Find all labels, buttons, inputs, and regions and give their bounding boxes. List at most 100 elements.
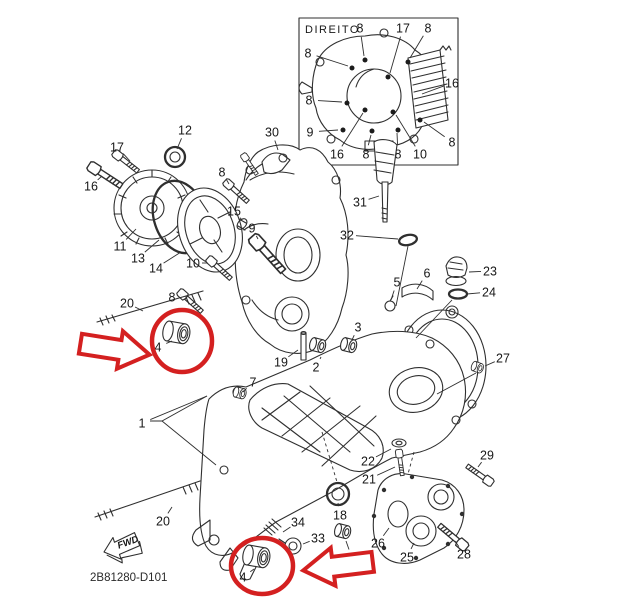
callout-label-19: 19 [274, 356, 288, 370]
crankcase-left-half-art [233, 144, 349, 354]
callout-label-8: 8 [363, 148, 370, 162]
callout-leader [454, 540, 460, 547]
inset-bolt-dots [340, 57, 423, 134]
callout-label-4: 4 [155, 341, 162, 355]
studs-art [94, 290, 204, 521]
fwd-arrow: FWD [103, 532, 143, 564]
callout-label-6: 6 [424, 267, 431, 281]
callout-leader [337, 502, 339, 507]
callout-leader [125, 228, 137, 240]
callout-label-20: 20 [120, 297, 134, 311]
callout-leader [318, 129, 339, 132]
highlight-arrow-right [76, 327, 154, 372]
callout-label-8: 8 [395, 148, 402, 162]
callout-label-32: 32 [340, 229, 354, 243]
callout-leader [421, 85, 444, 95]
callout-label-25: 25 [400, 551, 414, 565]
callout-leader [167, 506, 173, 514]
gear-cover-art [371, 473, 465, 564]
callout-label-8: 8 [169, 291, 176, 305]
callout-label-23: 23 [483, 265, 497, 279]
callout-label-9: 9 [307, 126, 314, 140]
callout-label-16: 16 [84, 180, 98, 194]
callout-label-15: 15 [227, 205, 241, 219]
callout-leader [122, 153, 131, 162]
callout-label-5: 5 [394, 276, 401, 290]
callout-leader [390, 290, 395, 301]
callout-label-10: 10 [186, 257, 200, 271]
callout-label-31: 31 [353, 196, 367, 210]
callout-leader [375, 448, 392, 458]
callout-label-22: 22 [361, 455, 375, 469]
callout-leader [242, 388, 247, 393]
dipstick-art [373, 139, 419, 247]
callout-leader [345, 540, 350, 550]
callout-leader [409, 35, 424, 59]
callout-leader [144, 239, 160, 253]
callout-leader [423, 121, 445, 138]
callout-leader [302, 540, 310, 545]
callout-leader [166, 340, 173, 344]
callout-leader [282, 526, 291, 533]
callout-label-10: 10 [413, 148, 427, 162]
highlight-circle [228, 535, 296, 597]
callout-label-20: 20 [156, 515, 170, 529]
callout-leader [274, 140, 279, 151]
washer-screw-art [391, 438, 407, 477]
callout-leader [351, 334, 355, 341]
callout-label-7: 7 [250, 376, 257, 390]
callout-leader [484, 361, 495, 367]
highlight-annotations [76, 307, 377, 597]
callout-label-4: 4 [240, 571, 247, 585]
callout-leader [316, 55, 349, 67]
callout-label-8: 8 [425, 22, 432, 36]
callout-leader [477, 461, 482, 468]
callout-leader [288, 349, 299, 358]
callout-leader [226, 179, 230, 185]
callout-leader [360, 36, 365, 57]
callout-leader [382, 527, 390, 537]
callout-leader [410, 542, 415, 550]
callout-leader [150, 395, 208, 420]
callout-leader [416, 280, 423, 290]
callout-leader [255, 235, 259, 240]
callout-label-14: 14 [149, 262, 163, 276]
callout-leader [163, 251, 182, 264]
callout-label-18: 18 [333, 509, 347, 523]
callout-leader [341, 112, 364, 147]
callout-label-24: 24 [482, 286, 496, 300]
callout-label-2: 2 [313, 361, 320, 375]
callout-label-17: 17 [110, 141, 124, 155]
callout-leader [396, 132, 399, 146]
highlight-arrow-left [299, 544, 377, 589]
callout-label-28: 28 [457, 548, 471, 562]
callout-leader [317, 100, 343, 103]
callout-leader [134, 306, 144, 312]
small-parts-art [231, 218, 486, 540]
rotor-cluster-art [113, 145, 243, 273]
callout-label-21: 21 [362, 473, 376, 487]
inset-crankcase-art [298, 28, 452, 152]
main-diagram-art: 1716128301113141591083132232420419273562… [84, 124, 510, 585]
callout-leader [97, 175, 103, 181]
leader-lines [150, 245, 477, 483]
callout-label-33: 33 [311, 532, 325, 546]
callout-leader [376, 466, 396, 476]
callout-leader [239, 217, 243, 221]
callout-label-12: 12 [178, 124, 192, 138]
callout-label-8: 8 [305, 47, 312, 61]
callout-label-8: 8 [449, 136, 456, 150]
callout-label-13: 13 [131, 252, 145, 266]
callout-label-1: 1 [139, 417, 146, 431]
callout-leader [355, 235, 399, 240]
callout-label-16: 16 [445, 77, 459, 91]
callout-leader [176, 138, 182, 150]
callout-leader [367, 134, 372, 146]
callout-label-34: 34 [291, 516, 305, 530]
callout-label-29: 29 [480, 449, 494, 463]
